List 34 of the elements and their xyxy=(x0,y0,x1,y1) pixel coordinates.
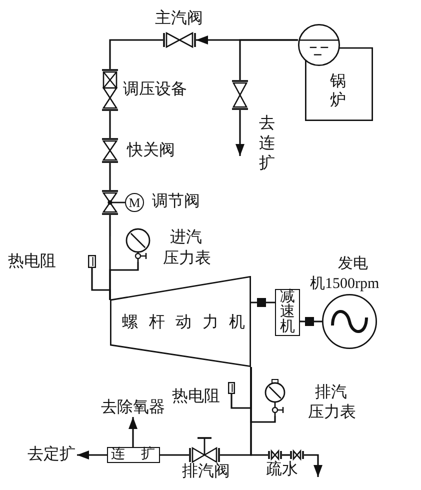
drain-label: 疏水 xyxy=(266,461,298,479)
flow-arrow xyxy=(304,454,322,477)
destination-label: 去定扩 xyxy=(26,446,77,464)
pipe-line xyxy=(251,302,257,304)
destination-label: 去除氧器 xyxy=(98,399,168,417)
sensor-label: 热电阻 xyxy=(172,388,220,406)
boiler-label: 锅炉 xyxy=(330,72,346,110)
pipe-line xyxy=(109,39,163,69)
flow-arrow xyxy=(236,110,244,156)
pipe-line xyxy=(91,268,111,300)
valve-label: 调压设备 xyxy=(123,81,187,99)
valve-label: 快关阀 xyxy=(127,142,175,160)
generator-label: 发电机1500rpm xyxy=(310,254,380,294)
sensor-label: 热电阻 xyxy=(8,253,56,271)
gauge-label: 排汽压力表 xyxy=(308,383,357,423)
flow-arrow xyxy=(128,417,138,447)
gearbox: 减速机 xyxy=(275,289,300,336)
valve-label: 主汽阀 xyxy=(155,10,203,28)
pipe-line xyxy=(239,39,298,80)
valve-label: 调节阀 xyxy=(152,193,200,211)
gauge-label: 进汽压力表 xyxy=(163,228,212,269)
pipe-line xyxy=(250,367,268,456)
destination-label: 去连扩 xyxy=(259,114,275,174)
pipe-line xyxy=(109,163,111,190)
motor-actuator: M xyxy=(125,193,144,212)
flow-arrow xyxy=(77,450,107,460)
pipe-line xyxy=(314,320,322,322)
pipe-line xyxy=(109,111,111,138)
turbine-label: 螺杆动力机 xyxy=(122,314,245,332)
valve-label: 排汽阀 xyxy=(182,463,230,481)
pipe-line xyxy=(160,454,189,456)
pipe-line xyxy=(266,302,275,304)
pipe-line xyxy=(282,454,290,456)
pipe-line xyxy=(300,320,305,322)
